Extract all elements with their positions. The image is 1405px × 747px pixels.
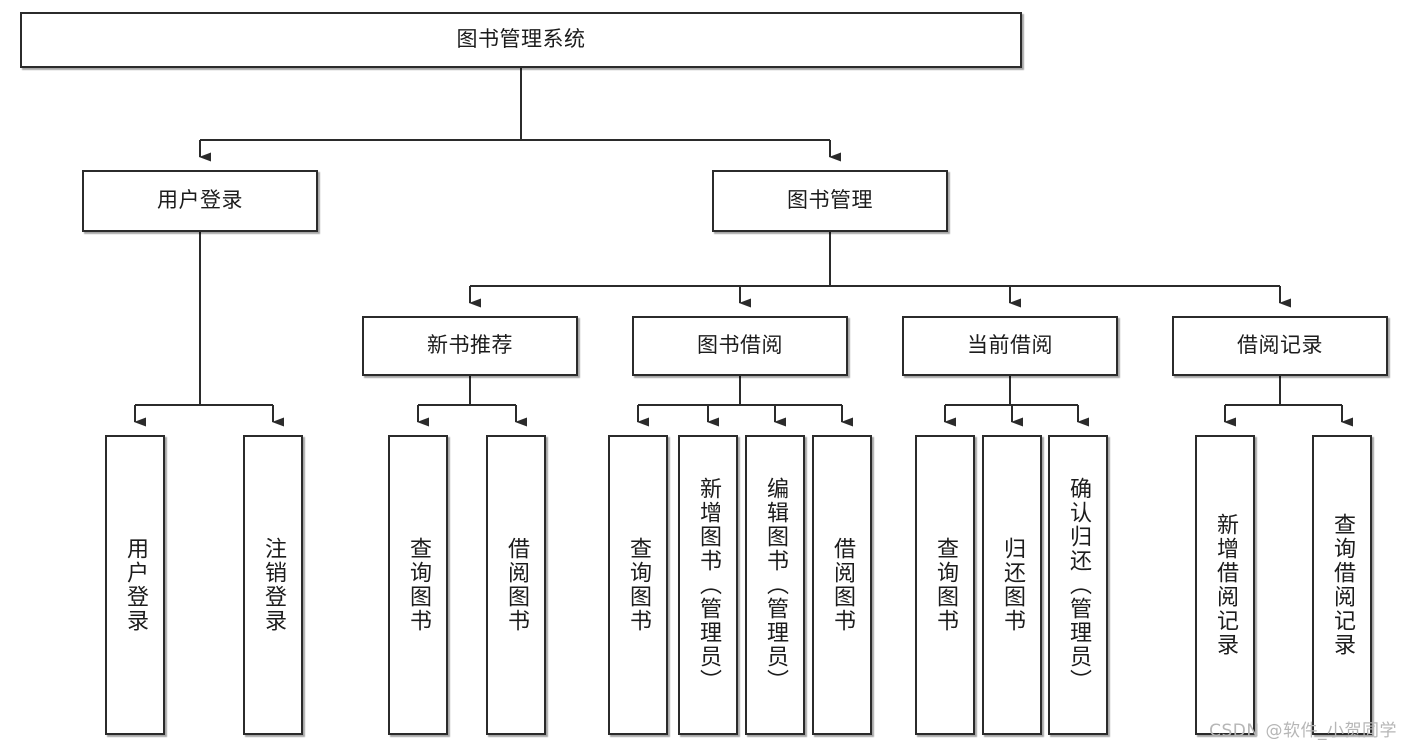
node-label: 查询图书: [406, 537, 431, 633]
node-leaf-confirm-return[interactable]: 确认归还（管理员）: [1048, 435, 1108, 735]
node-leaf-return-book[interactable]: 归还图书: [982, 435, 1042, 735]
node-leaf-add-record[interactable]: 新增借阅记录: [1195, 435, 1255, 735]
node-leaf-add-book[interactable]: 新增图书（管理员）: [678, 435, 738, 735]
node-leaf-query-record[interactable]: 查询借阅记录: [1312, 435, 1372, 735]
node-label: 确认归还（管理员）: [1066, 477, 1091, 693]
node-leaf-user-login[interactable]: 用户登录: [105, 435, 165, 735]
node-label: 查询借阅记录: [1330, 513, 1355, 657]
node-book-manage[interactable]: 图书管理: [712, 170, 948, 232]
node-label: 新书推荐: [427, 333, 513, 358]
node-root[interactable]: 图书管理系统: [20, 12, 1022, 68]
node-label: 当前借阅: [967, 333, 1053, 358]
node-label: 用户登录: [157, 188, 243, 213]
node-label: 注销登录: [261, 537, 286, 633]
node-leaf-query-book-1[interactable]: 查询图书: [388, 435, 448, 735]
node-label: 图书借阅: [697, 333, 783, 358]
node-new-book-rec[interactable]: 新书推荐: [362, 316, 578, 376]
node-label: 借阅图书: [830, 537, 855, 633]
node-leaf-borrow-book-2[interactable]: 借阅图书: [812, 435, 872, 735]
node-user-login[interactable]: 用户登录: [82, 170, 318, 232]
node-current-borrow[interactable]: 当前借阅: [902, 316, 1118, 376]
node-label: 编辑图书（管理员）: [763, 477, 788, 693]
node-label: 查询图书: [933, 537, 958, 633]
node-leaf-query-book-3[interactable]: 查询图书: [915, 435, 975, 735]
node-label: 借阅图书: [504, 537, 529, 633]
node-leaf-edit-book[interactable]: 编辑图书（管理员）: [745, 435, 805, 735]
node-label: 图书管理系统: [456, 27, 586, 52]
node-book-borrow[interactable]: 图书借阅: [632, 316, 848, 376]
node-leaf-logout[interactable]: 注销登录: [243, 435, 303, 735]
node-label: 用户登录: [123, 537, 148, 633]
node-label: 归还图书: [1000, 537, 1025, 633]
node-label: 借阅记录: [1237, 333, 1323, 358]
node-label: 图书管理: [787, 188, 873, 213]
node-borrow-record[interactable]: 借阅记录: [1172, 316, 1388, 376]
node-label: 新增借阅记录: [1213, 513, 1238, 657]
node-label: 新增图书（管理员）: [696, 477, 721, 693]
node-leaf-query-book-2[interactable]: 查询图书: [608, 435, 668, 735]
node-label: 查询图书: [626, 537, 651, 633]
node-leaf-borrow-book-1[interactable]: 借阅图书: [486, 435, 546, 735]
